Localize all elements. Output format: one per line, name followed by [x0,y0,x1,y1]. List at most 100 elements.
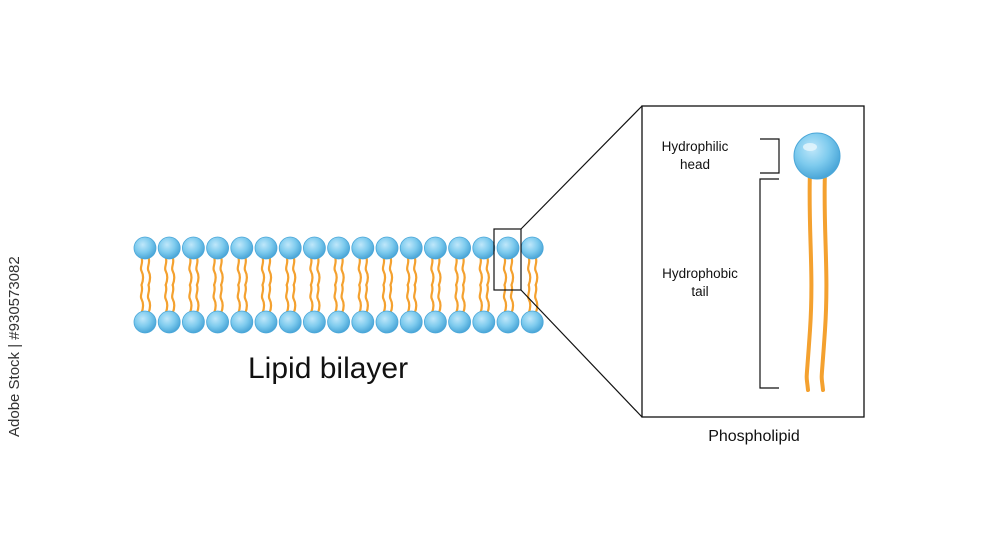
lipid-bilayer [133,236,544,334]
bilayer-tail-bottom [309,283,314,315]
phospholipid-tail-right [819,168,829,392]
bilayer-head-bottom [351,310,375,334]
bilayer-tail-top [260,255,266,287]
bilayer-head-top [157,236,181,260]
bilayer-tail-bottom [509,283,515,315]
bilayer-head-bottom [327,310,351,334]
bilayer-head-top [375,236,399,260]
bilayer-tail-top [243,255,249,287]
bilayer-head-top [496,236,520,260]
bilayer-head-bottom [448,310,472,334]
bilayer-head-top [254,236,278,260]
bilayer-tail-top [195,255,200,287]
hydrophobic-tail-label: Hydrophobic tail [645,265,755,301]
bilayer-tail-bottom [437,283,442,315]
bilayer-tail-top [533,255,539,287]
bilayer-tail-top [437,255,442,287]
bilayer-tail-bottom [430,283,435,315]
bilayer-tail-top [236,255,242,287]
bilayer-head-bottom [157,310,181,334]
bilayer-tail-bottom [381,283,387,315]
bilayer-head-bottom [181,310,205,334]
bilayer-tail-top [340,255,345,287]
bilayer-tail-bottom [461,283,466,315]
bilayer-tail-top [170,255,176,287]
phospholipid-tail-left [804,168,814,392]
bilayer-head-top [181,236,205,260]
bilayer-tail-bottom [412,283,418,315]
head-highlight [803,143,817,151]
bilayer-tail-top [405,255,411,287]
bilayer-tail-bottom [357,283,363,315]
bilayer-tail-top [478,255,484,287]
bilayer-head-bottom [520,310,544,334]
bilayer-tail-bottom [364,283,370,315]
bilayer-tail-top [430,255,435,287]
zoom-source-box [493,228,522,291]
bilayer-tail-bottom [526,283,532,315]
bilayer-tail-bottom [163,283,169,315]
phospholipid-head [793,132,841,180]
bilayer-tail-bottom [533,283,539,315]
bilayer-tail-bottom [316,283,321,315]
hydrophilic-head-label: Hydrophilic head [645,138,745,174]
bilayer-tail-bottom [139,283,145,315]
bilayer-head-bottom [375,310,399,334]
bilayer-tail-bottom [333,283,338,315]
tail-bracket [759,178,779,389]
bilayer-tail-bottom [478,283,484,315]
bilayer-head-top [278,236,302,260]
bilayer-tail-bottom [340,283,345,315]
bilayer-head-top [351,236,375,260]
head-bracket [760,138,780,174]
stock-watermark-id: Adobe Stock | #930573082 [6,256,23,437]
bilayer-tail-bottom [502,283,508,315]
head-label-line1: Hydrophilic [661,139,729,154]
bilayer-tail-bottom [219,283,224,315]
bilayer-tail-top [284,255,290,287]
bilayer-tail-top [291,255,297,287]
bilayer-tail-top [309,255,314,287]
bilayer-tail-bottom [260,283,266,315]
bilayer-head-top [448,236,472,260]
tail-label-line2: tail [691,284,709,299]
bilayer-head-bottom [399,310,423,334]
bilayer-tail-top [212,255,217,287]
bilayer-tail-top [526,255,532,287]
tail-label-line1: Hydrophobic [662,266,738,281]
bilayer-tail-top [357,255,363,287]
bilayer-head-top [230,236,254,260]
bilayer-head-bottom [423,310,447,334]
bilayer-tail-bottom [188,283,193,315]
bilayer-head-top [327,236,351,260]
bilayer-tail-bottom [243,283,249,315]
bilayer-tail-bottom [485,283,491,315]
bilayer-tail-top [509,255,515,287]
bilayer-tail-top [333,255,338,287]
bilayer-tail-top [388,255,394,287]
bilayer-tail-bottom [291,283,297,315]
phospholipid-molecule [793,132,841,392]
bilayer-head-top [206,236,230,260]
bilayer-tail-top [188,255,193,287]
bilayer-head-bottom [302,310,326,334]
bilayer-head-top [423,236,447,260]
bilayer-head-top [520,236,544,260]
bilayer-tail-bottom [236,283,242,315]
bilayer-tail-top [502,255,508,287]
bilayer-head-top [302,236,326,260]
head-label-line2: head [679,157,711,172]
bilayer-head-bottom [254,310,278,334]
bilayer-tail-bottom [454,283,459,315]
bilayer-tail-bottom [284,283,290,315]
bilayer-tail-top [364,255,370,287]
phospholipid-caption: Phospholipid [708,428,800,445]
bilayer-tail-bottom [388,283,394,315]
bilayer-tail-top [267,255,273,287]
bilayer-tail-top [219,255,224,287]
zoom-line-bottom [520,289,643,418]
bilayer-tail-bottom [146,283,152,315]
bilayer-head-bottom [278,310,302,334]
bilayer-head-top [472,236,496,260]
